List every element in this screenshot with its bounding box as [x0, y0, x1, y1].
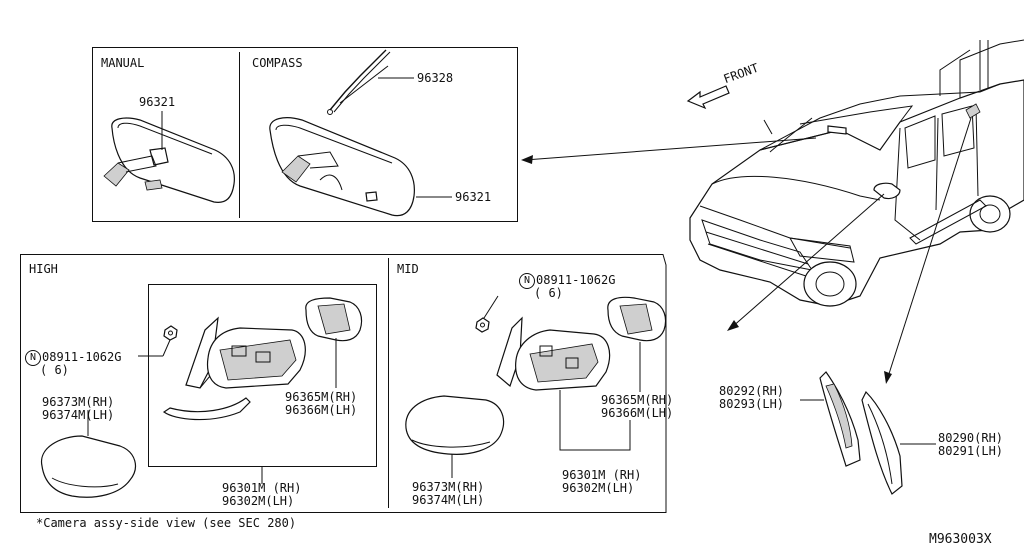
part-96374m-mid: 96374M(LH) — [412, 493, 485, 507]
high-nut-symbol: N — [25, 350, 41, 366]
mid-nut-symbol: N — [519, 273, 535, 289]
part-96365m-high: 96365M(RH) — [285, 390, 358, 404]
high-mirror-drawing — [40, 297, 363, 498]
manual-mirror-drawing — [103, 117, 235, 203]
section-high-label: HIGH — [29, 262, 58, 276]
part-80292: 80292(RH) — [719, 384, 785, 398]
part-08911-mid-qty: ( 6) — [534, 286, 563, 300]
door-mirror-box — [20, 254, 667, 513]
mid-mirror-drawing — [405, 296, 667, 455]
inner-mirror-box — [92, 47, 518, 222]
part-96365m-mid: 96365M(RH) — [601, 393, 674, 407]
section-mid-label: MID — [397, 262, 419, 276]
part-08911-high-qty: ( 6) — [40, 363, 69, 377]
front-arrow — [686, 85, 730, 110]
section-manual-label: MANUAL — [101, 56, 145, 70]
compass-mirror-drawing — [269, 49, 415, 217]
part-96366m-high: 96366M(LH) — [285, 403, 358, 417]
part-96321-compass: 96321 — [455, 190, 492, 204]
part-96373m-high: 96373M(RH) — [42, 395, 115, 409]
part-96328: 96328 — [417, 71, 454, 85]
part-96302m-mid: 96302M(LH) — [562, 481, 635, 495]
truck-drawing — [689, 39, 1024, 307]
part-96366m-mid: 96366M(LH) — [601, 406, 674, 420]
part-08911-mid: 08911-1062G — [536, 273, 616, 287]
footnote: *Camera assy-side view (see SEC 280) — [36, 516, 297, 530]
part-96321-manual: 96321 — [139, 95, 176, 109]
part-08911-high: 08911-1062G — [42, 350, 122, 364]
part-96301m-mid: 96301M (RH) — [562, 468, 642, 482]
part-96374m-high: 96374M(LH) — [42, 408, 115, 422]
part-96373m-mid: 96373M(RH) — [412, 480, 485, 494]
part-80293: 80293(LH) — [719, 397, 785, 411]
pillar-trim-drawing — [819, 371, 903, 495]
drawing-id: M963003X — [929, 532, 992, 547]
part-80290: 80290(RH) — [938, 431, 1004, 445]
part-96302m-high: 96302M(LH) — [222, 494, 295, 508]
leader-arrows — [521, 117, 972, 384]
section-compass-label: COMPASS — [252, 56, 303, 70]
part-96301m-high: 96301M (RH) — [222, 481, 302, 495]
part-80291: 80291(LH) — [938, 444, 1004, 458]
